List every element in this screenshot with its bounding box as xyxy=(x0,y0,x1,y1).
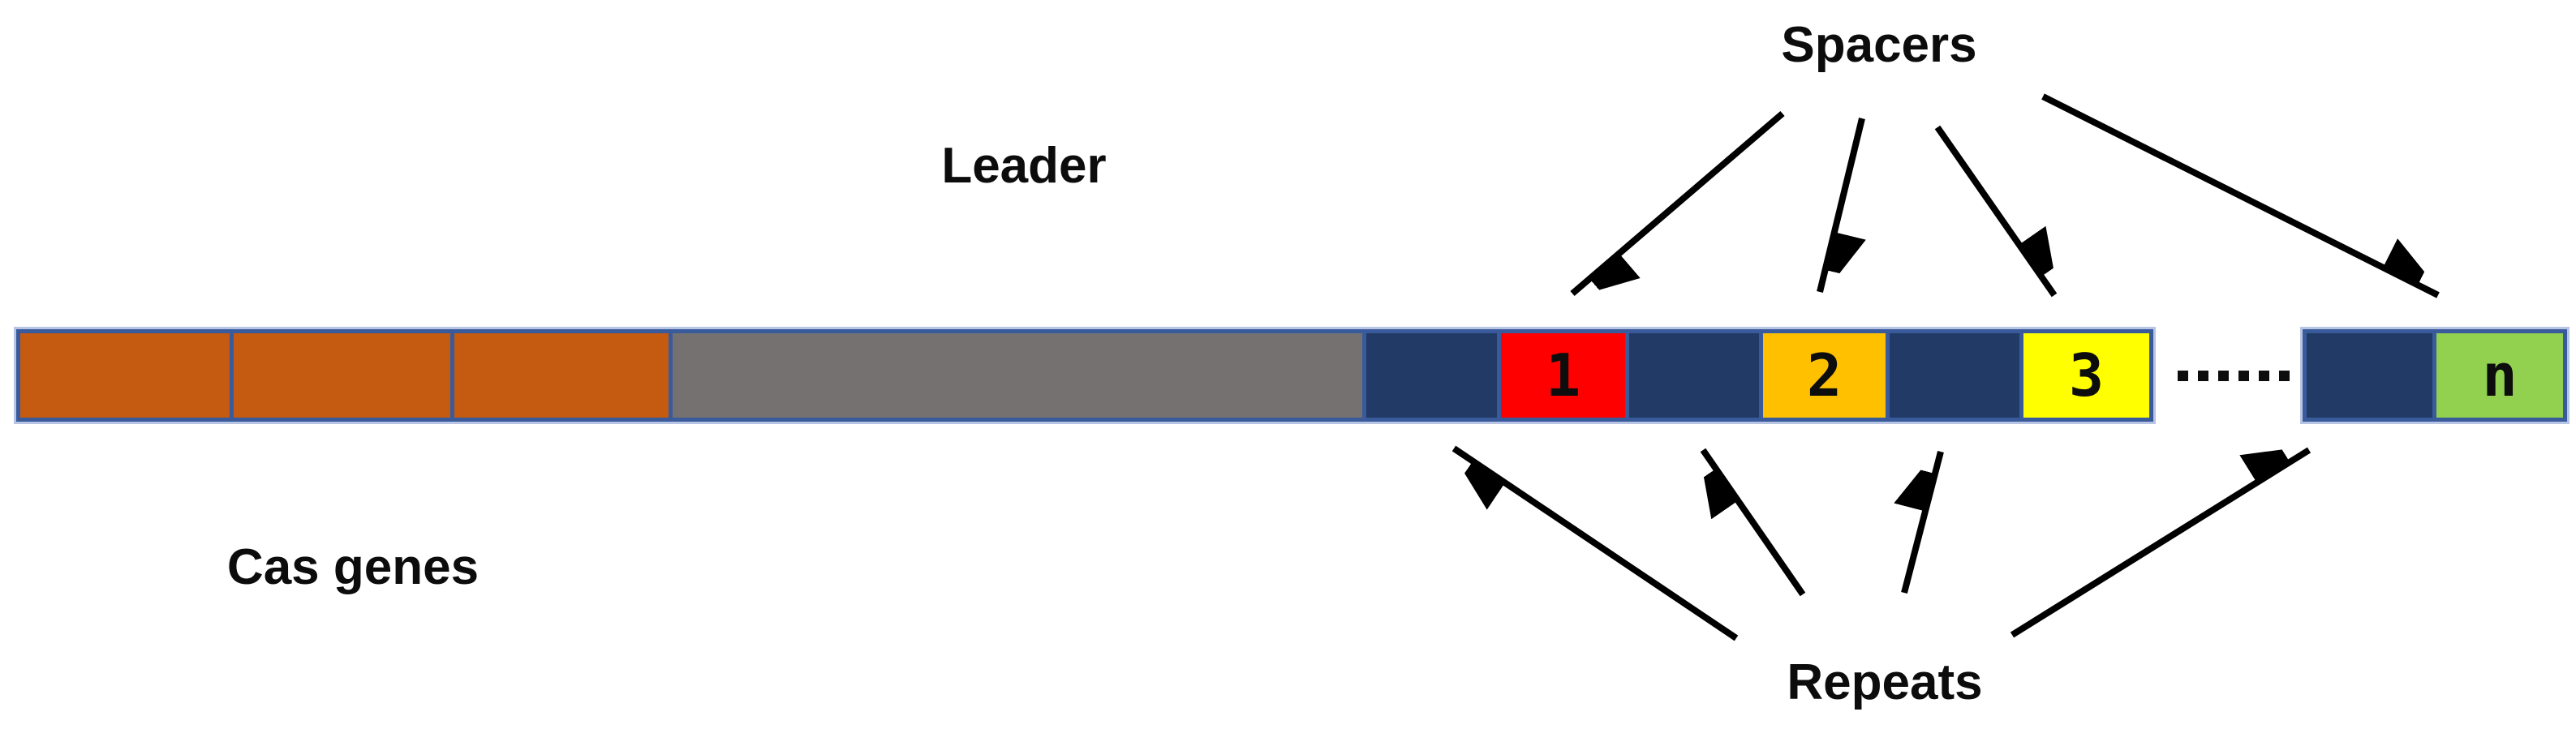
cas-gene-box xyxy=(234,333,454,418)
repeat-box xyxy=(1629,333,1763,418)
repeat-box xyxy=(1890,333,2023,418)
crispr-locus-bar: 1 2 3 xyxy=(14,327,2156,424)
spacers-arrow-n xyxy=(2041,93,2440,298)
repeats-arrow-n xyxy=(2010,450,2312,638)
dot xyxy=(2198,371,2208,381)
spacer-number: 1 xyxy=(1545,341,1581,410)
spacer-box-1: 1 xyxy=(1501,333,1629,418)
dot xyxy=(2238,371,2249,381)
cas-gene-box xyxy=(20,333,234,418)
repeats-arrow-2 xyxy=(1703,448,1806,597)
spacer-number: 3 xyxy=(2068,341,2105,410)
spacer-box-3: 3 xyxy=(2023,333,2149,418)
spacer-box-2: 2 xyxy=(1763,333,1890,418)
dot xyxy=(2279,371,2290,381)
repeats-arrow-3 xyxy=(1904,450,1944,594)
crispr-locus-bar-tail: n xyxy=(2300,327,2570,424)
spacers-label: Spacers xyxy=(1781,17,1977,73)
spacer-number: 2 xyxy=(1806,341,1843,410)
repeats-label: Repeats xyxy=(1787,654,1983,710)
spacer-box-n: n xyxy=(2436,333,2563,418)
repeat-box xyxy=(2307,333,2436,418)
dot xyxy=(2259,371,2269,381)
cas-genes-label: Cas genes xyxy=(226,539,480,595)
ellipsis-dots xyxy=(2178,371,2290,381)
spacers-arrow-2 xyxy=(1817,118,1862,293)
repeat-box xyxy=(1366,333,1501,418)
repeats-arrow-1 xyxy=(1451,445,1739,641)
spacers-arrow-1 xyxy=(1570,110,1785,294)
leader-label: Leader xyxy=(941,138,1107,194)
cas-gene-box xyxy=(454,333,673,418)
dot xyxy=(2178,371,2188,381)
spacer-number: n xyxy=(2482,341,2518,410)
spacers-arrow-3 xyxy=(1934,125,2054,298)
dot xyxy=(2218,371,2229,381)
leader-box xyxy=(673,333,1366,418)
